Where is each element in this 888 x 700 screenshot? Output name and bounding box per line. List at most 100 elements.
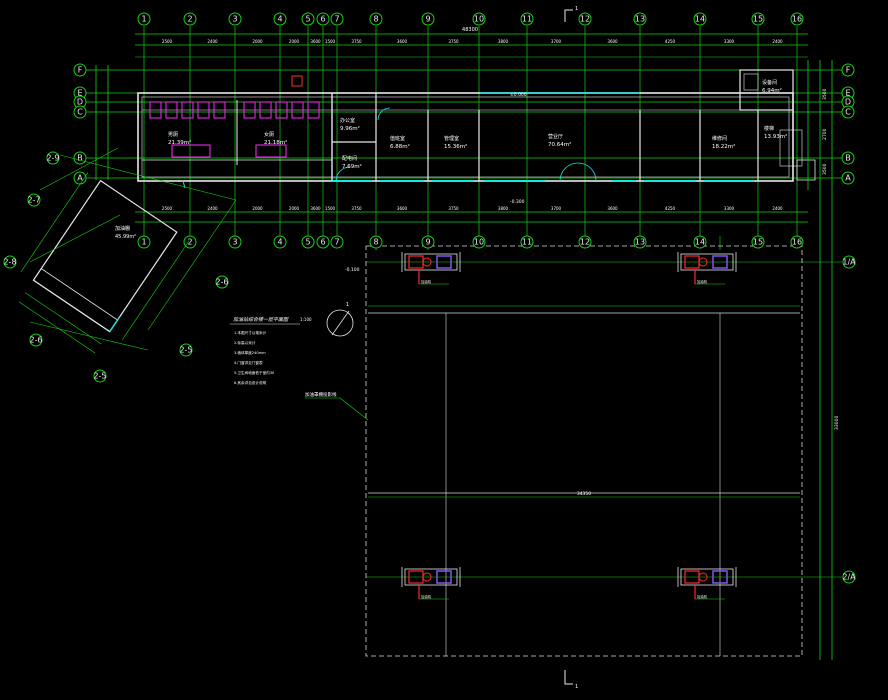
- north-arrow-label: 1: [346, 302, 349, 308]
- grid-bubble: 1/A: [842, 255, 856, 269]
- fuel-pumps: 加油机加油机加油机加油机: [401, 252, 737, 600]
- fuel-pump-icon: 加油机: [401, 252, 461, 285]
- grid-bubble: 13: [633, 12, 647, 26]
- fuel-pump-icon: 加油机: [401, 567, 461, 600]
- dimension-label: 2400: [772, 39, 783, 44]
- grid-bubble: 4: [273, 12, 287, 26]
- svg-text:E: E: [77, 89, 82, 98]
- dimension-label: 2000: [289, 206, 300, 211]
- right-big-dimension: 33000: [834, 416, 840, 430]
- notes-scale: 1:100: [300, 317, 312, 322]
- svg-text:D: D: [845, 98, 851, 107]
- ramp-grid-bubbles: 2-92-72-82-62-52-62-5: [3, 151, 229, 383]
- section-mark-top: 1: [575, 6, 578, 12]
- room-name: 办公室: [340, 117, 355, 124]
- washbasin-icon: [255, 144, 287, 158]
- dimension-label: 3750: [448, 206, 459, 211]
- svg-text:E: E: [845, 89, 850, 98]
- note-line: 2.标高以米计: [234, 340, 256, 345]
- grid-bubble: 7: [330, 235, 344, 249]
- grid-bubble: 5: [301, 235, 315, 249]
- room-area: 6.88m²: [390, 143, 410, 150]
- grid-bubble: 2: [183, 12, 197, 26]
- svg-text:12: 12: [580, 238, 590, 247]
- grid-bubble: 4: [273, 235, 287, 249]
- room-area: 7.69m²: [342, 163, 362, 170]
- room-area: 21.18m²: [264, 139, 287, 146]
- svg-text:8: 8: [373, 238, 378, 247]
- svg-text:2: 2: [187, 238, 192, 247]
- grid-bubble: A: [841, 171, 855, 185]
- note-line: 6.其余详见设计说明: [234, 380, 267, 385]
- svg-text:8: 8: [373, 15, 378, 24]
- dimension-label: 3750: [448, 39, 459, 44]
- room-name: 女厕: [264, 131, 274, 138]
- grid-bubble: 9: [421, 235, 435, 249]
- room-area: 13.93m²: [764, 133, 787, 140]
- grid-bubble: 9: [421, 12, 435, 26]
- svg-text:1: 1: [141, 238, 146, 247]
- dimension-label: 4250: [665, 39, 676, 44]
- svg-text:3: 3: [232, 15, 237, 24]
- note-line: 5.卫生间地面低于室内30: [234, 370, 275, 375]
- glazing: [182, 92, 754, 189]
- dimension-label: 2500: [162, 39, 173, 44]
- grid-bubble: 15: [751, 12, 765, 26]
- note-line: 1.本图尺寸以毫米计: [234, 330, 267, 335]
- level-marker-3: -0.100: [345, 267, 360, 273]
- ramp-grid-bubble: 2-8: [3, 255, 17, 269]
- canopy-dimensions: 34350: [368, 305, 800, 498]
- right-dimension-chain: 3500 2700 3500 33000: [807, 60, 840, 660]
- room-area: 18.22m²: [712, 143, 735, 150]
- svg-text:2-8: 2-8: [3, 258, 16, 267]
- grid-bubble: 12: [578, 12, 592, 26]
- svg-text:F: F: [78, 66, 83, 75]
- room-name: 设备间: [762, 79, 777, 86]
- grid-bubble: 6: [316, 12, 330, 26]
- level-markers: ±0.000 -0.300 -0.100: [345, 92, 527, 273]
- grid-bubble: F: [841, 63, 855, 77]
- room-name: 值班室: [390, 135, 405, 142]
- toilet-icon: [213, 101, 226, 119]
- ramp-grid-bubble: 2-6: [29, 333, 43, 347]
- svg-text:F: F: [846, 66, 851, 75]
- svg-text:1: 1: [141, 15, 146, 24]
- room-labels: 男厕21.39m²女厕21.18m²办公室9.96m²配电间7.69m²值班室6…: [168, 79, 787, 170]
- svg-text:2-9: 2-9: [46, 154, 59, 163]
- grid-bubble: 8: [369, 12, 383, 26]
- ramp-guides: [29, 147, 237, 351]
- grid-bubble: 15: [751, 235, 765, 249]
- dimension-label: 2400: [772, 206, 783, 211]
- canopy-callout: 加油罩棚投影线: [305, 391, 369, 421]
- dimension-label: 1500: [325, 39, 336, 44]
- dimension-label: 3600: [310, 206, 321, 211]
- grid-bubble: 10: [472, 12, 486, 26]
- room-area: 70.64m²: [548, 141, 571, 148]
- dimension-label: 2400: [207, 39, 218, 44]
- ramp-grid-bubble: 2-5: [179, 343, 193, 357]
- red-box-icon: [291, 75, 303, 87]
- section-mark-bottom: 1: [575, 684, 578, 690]
- grid-bubble: 1: [137, 235, 151, 249]
- svg-text:B: B: [77, 154, 83, 163]
- svg-text:C: C: [77, 108, 83, 117]
- grid-bubble: 16: [790, 235, 804, 249]
- svg-text:2/A: 2/A: [842, 573, 856, 582]
- grid-column-lines: [143, 26, 798, 250]
- dimension-label: 3600: [397, 39, 408, 44]
- canopy-room-area: 45.99m²: [115, 234, 136, 240]
- svg-text:7: 7: [334, 238, 339, 247]
- svg-text:2-5: 2-5: [93, 372, 106, 381]
- level-marker-2: -0.300: [510, 199, 525, 205]
- toilet-icon: [259, 101, 272, 119]
- svg-text:A: A: [77, 174, 83, 183]
- pump-label: 加油机: [697, 279, 708, 284]
- grid-bubble: 12: [578, 235, 592, 249]
- svg-text:6: 6: [320, 15, 325, 24]
- svg-text:2-6: 2-6: [29, 336, 42, 345]
